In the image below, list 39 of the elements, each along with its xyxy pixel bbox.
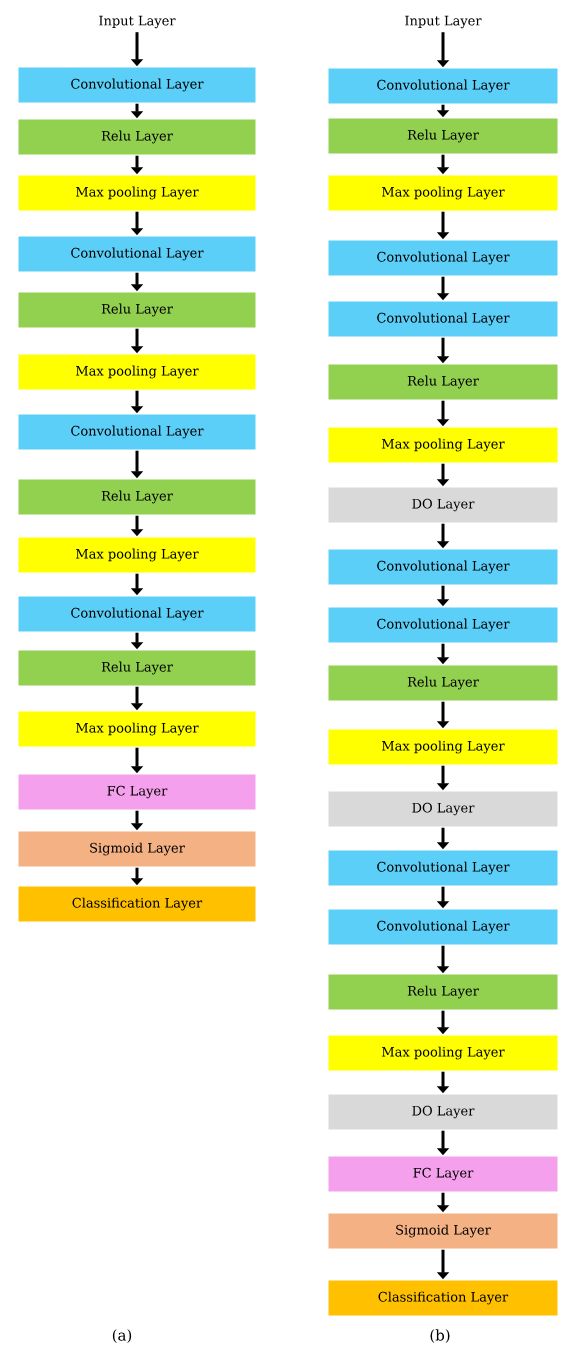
layer-box: Relu Layer xyxy=(18,650,256,686)
layer-box: Max pooling Layer xyxy=(328,729,558,765)
layer-box: Max pooling Layer xyxy=(328,1035,558,1071)
layer-box: Relu Layer xyxy=(18,479,256,515)
layer-box: Classification Layer xyxy=(18,886,256,922)
layer-box: DO Layer xyxy=(328,487,558,523)
layer-box: Relu Layer xyxy=(328,364,558,400)
layer-box: Relu Layer xyxy=(18,292,256,328)
layer-box: DO Layer xyxy=(328,791,558,827)
layer-box: Relu Layer xyxy=(328,665,558,701)
layer-box: FC Layer xyxy=(18,774,256,810)
layer-box: Convolutional Layer xyxy=(18,596,256,632)
layer-box: Convolutional Layer xyxy=(328,240,558,276)
layer-box: Convolutional Layer xyxy=(18,67,256,103)
layer-box: Max pooling Layer xyxy=(18,711,256,747)
layer-box: Convolutional Layer xyxy=(328,607,558,643)
layer-box: Convolutional Layer xyxy=(328,850,558,886)
layer-box: Max pooling Layer xyxy=(18,537,256,573)
layer-box: Convolutional Layer xyxy=(328,68,558,104)
layer-box: Max pooling Layer xyxy=(328,427,558,463)
layer-box: Convolutional Layer xyxy=(18,236,256,272)
layer-box: Classification Layer xyxy=(328,1280,558,1316)
layer-box: Convolutional Layer xyxy=(328,549,558,585)
layer-box: Convolutional Layer xyxy=(18,414,256,450)
layer-box: Convolutional Layer xyxy=(328,909,558,945)
layer-box: Relu Layer xyxy=(328,118,558,154)
input-label: Input Layer xyxy=(405,15,482,29)
layer-box: Relu Layer xyxy=(18,119,256,155)
layer-box: Relu Layer xyxy=(328,974,558,1010)
layer-box: Max pooling Layer xyxy=(18,354,256,390)
layer-box: FC Layer xyxy=(328,1156,558,1192)
panel-label: (a) xyxy=(112,1329,132,1343)
layer-box: Max pooling Layer xyxy=(328,175,558,211)
input-label: Input Layer xyxy=(99,15,176,29)
layer-box: DO Layer xyxy=(328,1094,558,1130)
layer-box: Convolutional Layer xyxy=(328,301,558,337)
layer-box: Sigmoid Layer xyxy=(18,831,256,867)
layer-box: Sigmoid Layer xyxy=(328,1213,558,1249)
layer-box: Max pooling Layer xyxy=(18,175,256,211)
